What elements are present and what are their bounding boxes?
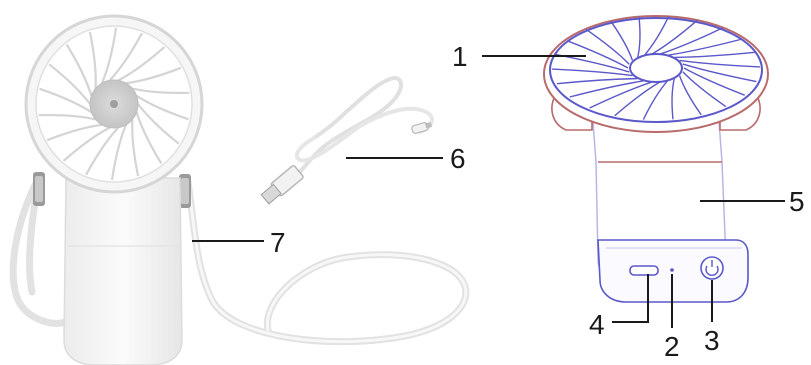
- power-button: [701, 257, 723, 279]
- callout-5: 5: [789, 186, 805, 217]
- fan-handle: [64, 178, 182, 365]
- charging-port: [630, 266, 658, 275]
- indicator-light: [670, 268, 674, 272]
- usb-a-plug: [260, 165, 304, 206]
- usb-cable: [260, 78, 432, 205]
- left-clip: [33, 172, 45, 206]
- fan-line-drawing: [544, 16, 768, 302]
- drawing-fan-head: [544, 16, 768, 132]
- callout-3: 3: [704, 325, 720, 356]
- callout-1: 1: [452, 41, 468, 72]
- callout-4: 4: [589, 309, 605, 340]
- callout-2: 2: [664, 331, 680, 362]
- callout-7: 7: [270, 227, 286, 258]
- fan-head: [26, 16, 202, 192]
- fan-photo: [13, 16, 466, 365]
- callout-6: 6: [450, 143, 466, 174]
